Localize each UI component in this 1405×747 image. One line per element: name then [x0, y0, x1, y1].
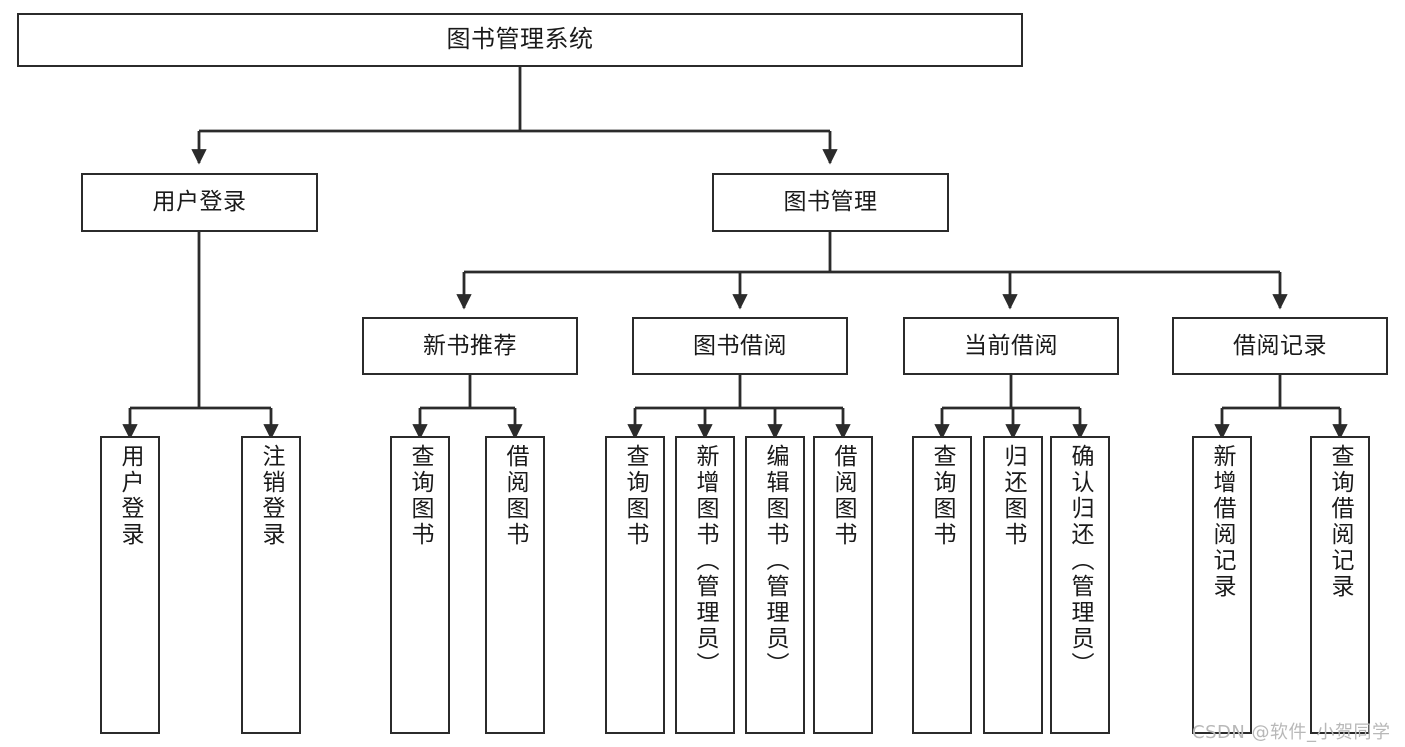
leaf-add-borrow-record[interactable]: 新增借阅记录	[1192, 436, 1252, 734]
leaf-query-borrow-record[interactable]: 查询借阅记录	[1310, 436, 1370, 734]
node-label: 查询图书	[929, 444, 956, 548]
node-label: 确认归还（管理员）	[1067, 444, 1094, 678]
node-current-borrow[interactable]: 当前借阅	[903, 317, 1119, 375]
leaf-borrow-book[interactable]: 借阅图书	[813, 436, 873, 734]
node-label: 用户登录	[152, 189, 247, 216]
node-label: 借阅图书	[502, 444, 529, 548]
csdn-watermark: CSDN @软件_小贺同学	[1192, 722, 1391, 743]
node-label: 新增图书（管理员）	[692, 444, 719, 678]
node-label: 注销登录	[258, 444, 285, 548]
node-label: 新书推荐	[423, 332, 517, 359]
node-label: 新增借阅记录	[1209, 444, 1236, 600]
leaf-query-book-borrow[interactable]: 查询图书	[605, 436, 665, 734]
node-user-login[interactable]: 用户登录	[81, 173, 318, 232]
node-label: 查询图书	[622, 444, 649, 548]
node-new-book-recommend[interactable]: 新书推荐	[362, 317, 578, 375]
node-borrow-record[interactable]: 借阅记录	[1172, 317, 1388, 375]
leaf-user-login[interactable]: 用户登录	[100, 436, 160, 734]
node-label: 借阅记录	[1233, 332, 1327, 359]
node-label: 归还图书	[1000, 444, 1027, 548]
leaf-query-book-current[interactable]: 查询图书	[912, 436, 972, 734]
leaf-borrow-book-recommend[interactable]: 借阅图书	[485, 436, 545, 734]
node-book-borrow[interactable]: 图书借阅	[632, 317, 848, 375]
node-label: 用户登录	[117, 444, 144, 548]
node-label: 借阅图书	[830, 444, 857, 548]
node-label: 图书管理	[783, 189, 878, 216]
node-label: 编辑图书（管理员）	[762, 444, 789, 678]
leaf-query-book-recommend[interactable]: 查询图书	[390, 436, 450, 734]
node-book-management[interactable]: 图书管理	[712, 173, 949, 232]
node-root-book-management-system[interactable]: 图书管理系统	[17, 13, 1023, 67]
node-label: 当前借阅	[964, 332, 1058, 359]
leaf-return-book[interactable]: 归还图书	[983, 436, 1043, 734]
node-label: 查询借阅记录	[1327, 444, 1354, 600]
node-label: 图书借阅	[693, 332, 787, 359]
leaf-add-book-admin[interactable]: 新增图书（管理员）	[675, 436, 735, 734]
leaf-confirm-return-admin[interactable]: 确认归还（管理员）	[1050, 436, 1110, 734]
node-label: 图书管理系统	[446, 25, 594, 54]
leaf-logout[interactable]: 注销登录	[241, 436, 301, 734]
leaf-edit-book-admin[interactable]: 编辑图书（管理员）	[745, 436, 805, 734]
node-label: 查询图书	[407, 444, 434, 548]
